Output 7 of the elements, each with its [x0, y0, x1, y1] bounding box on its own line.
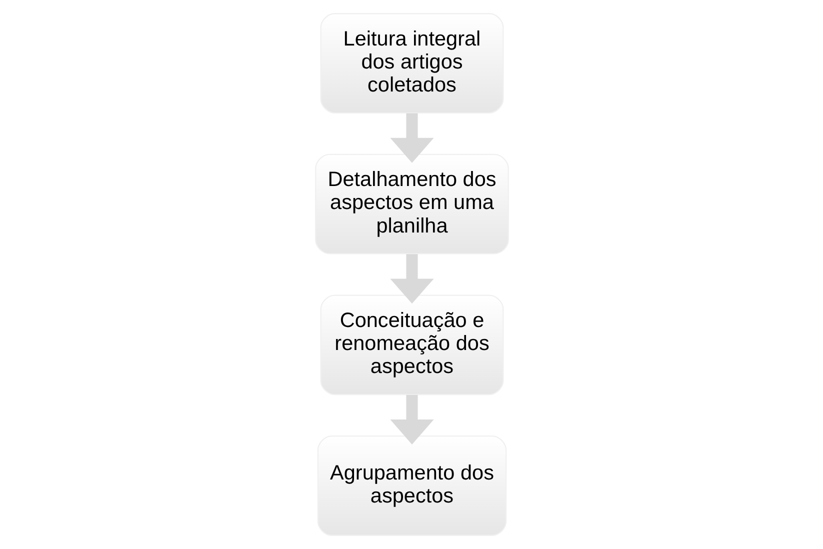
node-box: Conceituação e renomeação dos aspectos: [320, 294, 504, 396]
node-box: Detalhamento dos aspectos em uma planilha: [314, 154, 508, 254]
node-box: Leitura integral dos artigos coletados: [320, 13, 504, 114]
arrow: [390, 394, 434, 444]
node-box: Agrupamento dos aspectos: [316, 436, 506, 536]
arrow: [390, 113, 434, 163]
arrow: [390, 254, 434, 304]
